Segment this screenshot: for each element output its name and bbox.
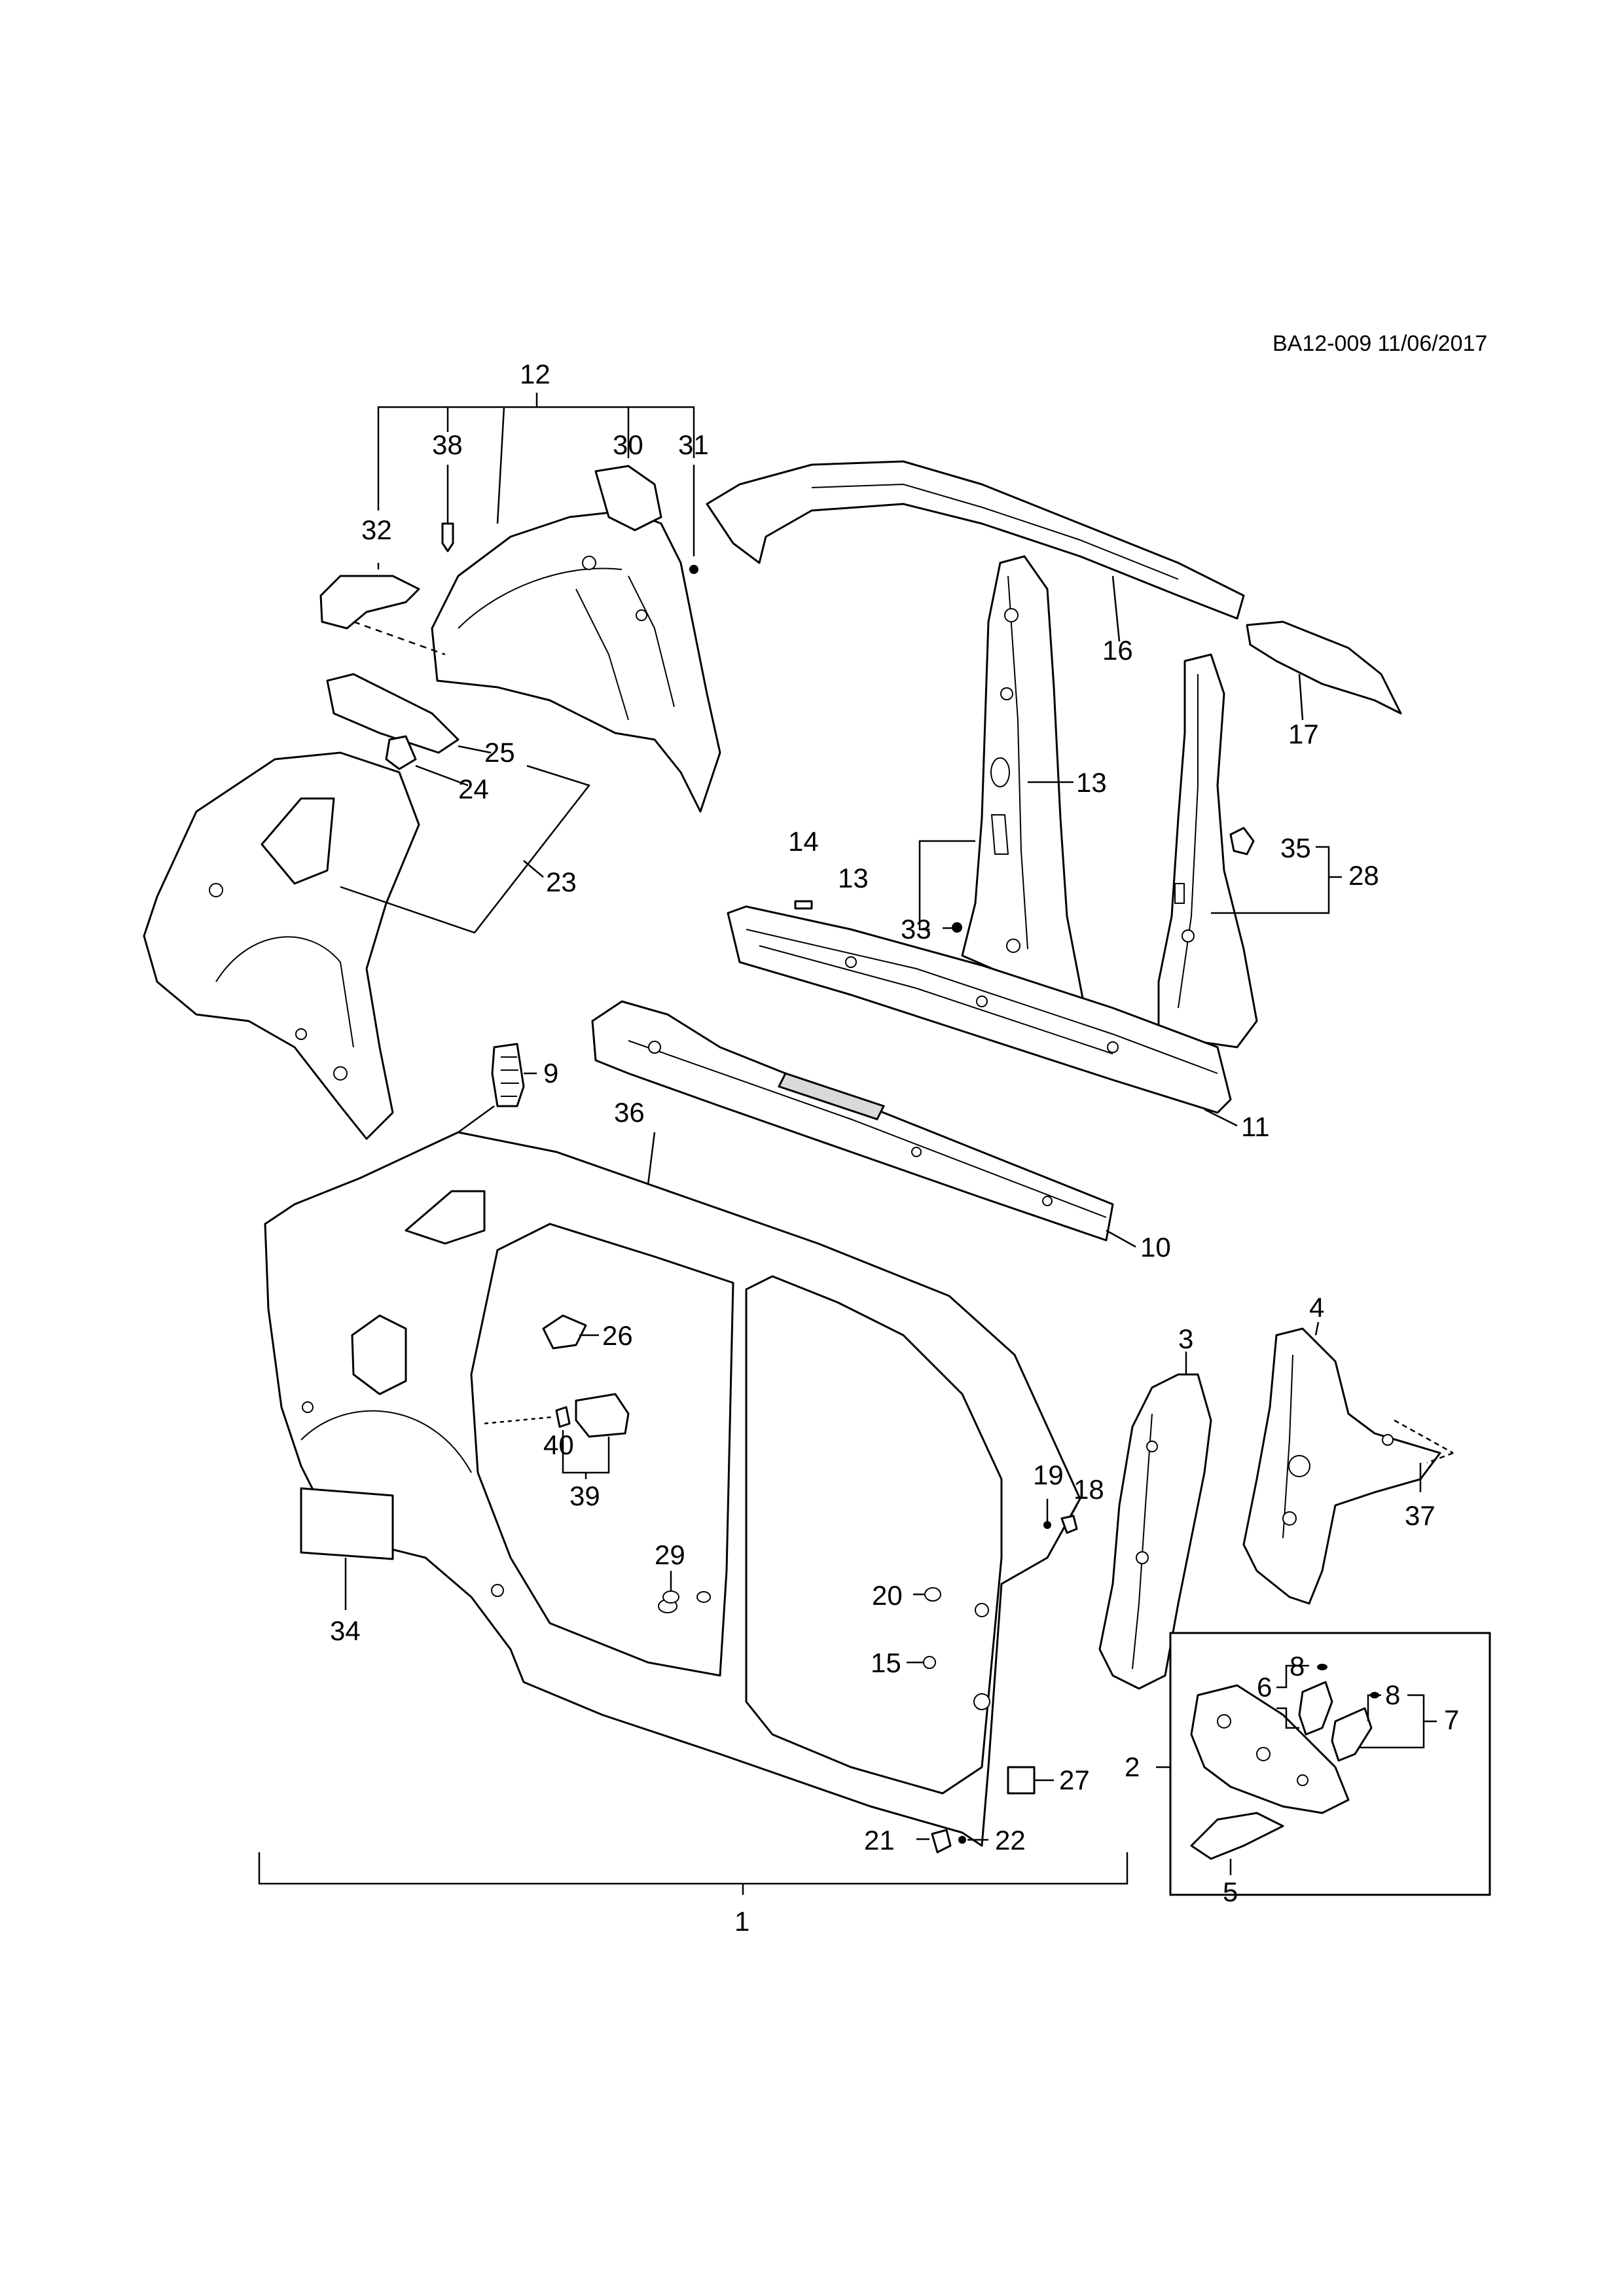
clip-18-part — [1060, 1515, 1078, 1534]
diagram-code: BA12-009 11/06/2017 — [1272, 331, 1487, 356]
bracket-39-part — [575, 1393, 630, 1438]
callout-6: 6 — [1257, 1672, 1272, 1702]
callout-39: 39 — [569, 1480, 600, 1511]
callout-17: 17 — [1288, 719, 1319, 749]
plug-15-part — [923, 1656, 936, 1669]
callout-31: 31 — [678, 429, 709, 460]
callout-34: 34 — [330, 1615, 361, 1646]
rail-17-part — [1246, 620, 1402, 715]
panel-2-part — [1190, 1684, 1350, 1814]
callout-37: 37 — [1405, 1500, 1435, 1531]
b-pillar-part — [961, 555, 1085, 1003]
b-pillar-13-group — [918, 555, 1085, 1003]
callout-15: 15 — [871, 1647, 901, 1678]
callout-8a: 8 — [1290, 1651, 1305, 1681]
callout-27: 27 — [1059, 1765, 1090, 1795]
callout-19: 19 — [1033, 1460, 1064, 1490]
callout-18: 18 — [1074, 1474, 1104, 1505]
rocker-10-part — [591, 1000, 1114, 1242]
grommet-20-part — [924, 1587, 941, 1602]
patch-27-part — [1007, 1766, 1036, 1795]
plug-29-part — [662, 1590, 679, 1604]
callout-1: 1 — [734, 1906, 749, 1937]
callout-8b: 8 — [1385, 1679, 1400, 1710]
part-4-group — [1242, 1321, 1454, 1605]
callout-29: 29 — [655, 1539, 685, 1570]
callout-5: 5 — [1223, 1876, 1238, 1907]
rocker-11-group — [727, 900, 1238, 1127]
clip-14-part — [794, 900, 813, 910]
vent-9-part — [491, 1043, 525, 1107]
clip-40-part — [555, 1406, 571, 1428]
nut-35-part — [1229, 827, 1255, 855]
part-3-group — [1098, 1352, 1212, 1690]
callout-26: 26 — [602, 1320, 633, 1351]
callout-14: 14 — [788, 826, 819, 857]
callout-30: 30 — [613, 429, 643, 460]
callout-13a: 13 — [1076, 767, 1107, 798]
callout-labels: 1 2 3 4 5 6 7 8 8 9 10 11 12 13 13 14 15… — [330, 359, 1459, 1937]
vent-9-group — [458, 1043, 537, 1134]
callout-20: 20 — [872, 1580, 903, 1611]
callout-40: 40 — [543, 1429, 574, 1460]
pillar-28-group — [1157, 653, 1342, 1049]
roof-rail-group — [706, 460, 1402, 721]
callout-13b: 13 — [838, 863, 869, 893]
part-12-group — [319, 393, 721, 813]
bracket-24-part — [385, 735, 417, 770]
callout-28: 28 — [1348, 860, 1379, 891]
callout-33: 33 — [901, 914, 931, 944]
label-34-group — [300, 1487, 394, 1610]
rear-door-opening — [470, 1223, 734, 1677]
body-side-fasteners — [484, 1314, 1078, 1854]
callout-9: 9 — [543, 1058, 558, 1088]
bolt-38-part — [441, 522, 454, 552]
reinforcement-7-part — [1331, 1707, 1373, 1762]
rocker-10-group — [591, 1000, 1136, 1248]
bracket-5-part — [1190, 1812, 1284, 1860]
label-34-part — [300, 1487, 394, 1560]
hinge-pillar-3-part — [1098, 1373, 1212, 1690]
bracket-21-part — [931, 1829, 952, 1854]
front-door-opening — [745, 1275, 1003, 1795]
callout-23: 23 — [546, 867, 577, 897]
callout-25: 25 — [484, 737, 515, 768]
callout-4: 4 — [1309, 1292, 1324, 1323]
quarter-window-opening — [261, 797, 335, 885]
hinge-pillar-4-part — [1242, 1327, 1441, 1605]
roof-rail-16-part — [706, 460, 1245, 620]
quarter-window-frame — [405, 1190, 486, 1245]
quarter-inner-group — [143, 673, 591, 1140]
callout-36: 36 — [614, 1097, 645, 1128]
assembly-bracket — [258, 1852, 1128, 1895]
quarter-inner-23-part — [143, 751, 420, 1140]
callout-24: 24 — [458, 774, 489, 804]
callout-22: 22 — [995, 1825, 1026, 1856]
callout-38: 38 — [432, 429, 463, 460]
callout-12: 12 — [520, 359, 550, 389]
callout-11: 11 — [1241, 1111, 1270, 1142]
reinforcement-6-part — [1298, 1681, 1333, 1736]
callout-32: 32 — [361, 514, 392, 545]
callout-3: 3 — [1178, 1323, 1193, 1354]
callout-16: 16 — [1102, 635, 1133, 666]
callout-21: 21 — [864, 1825, 895, 1856]
wheelhouse-inner-part — [431, 509, 721, 813]
fuel-door-opening — [351, 1314, 407, 1395]
callout-2: 2 — [1125, 1751, 1140, 1782]
body-side-36-group — [264, 1131, 1081, 1847]
pillar-28-part — [1157, 653, 1258, 1049]
panel-25-part — [326, 673, 460, 754]
callout-35: 35 — [1280, 833, 1311, 863]
bracket-32-part — [319, 575, 420, 630]
inset-box-group — [1156, 1632, 1491, 1896]
callout-10: 10 — [1140, 1232, 1171, 1263]
callout-7: 7 — [1444, 1704, 1459, 1735]
bracket-30-part — [594, 465, 662, 531]
